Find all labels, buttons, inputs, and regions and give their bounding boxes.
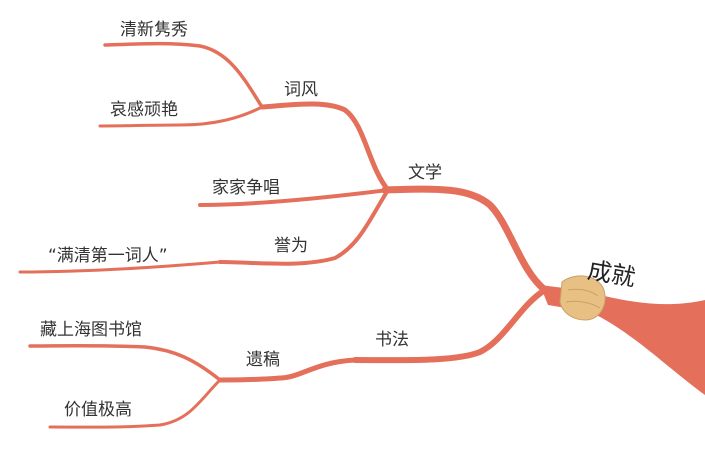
node-manqing: “满清第一词人” [48,246,168,266]
node-qingxin: 清新隽秀 [120,20,188,40]
node-calligraphy: 书法 [375,330,409,350]
node-literature: 文学 [408,163,442,183]
node-yuwei: 誉为 [274,236,308,256]
brush-grip-line [565,300,601,309]
branch-ci-style [259,101,391,193]
branch-jiajia [198,188,390,207]
root-trunk [540,285,705,395]
branch-literature [381,185,549,294]
node-yigao: 遗稿 [246,350,280,370]
brush-grip-line [567,288,599,297]
node-jiazhi: 价值极高 [64,400,132,420]
branch-yuwei [218,188,390,266]
branch-qingxin [103,41,264,109]
node-jiajia: 家家争唱 [212,178,280,198]
branch-aigan [98,105,264,128]
branch-calligraphy [352,287,548,364]
node-ci-style: 词风 [284,80,318,100]
brush-grip-icon [559,275,606,321]
branch-jiazhi [48,378,222,429]
root-node-label: 成就 [585,256,638,292]
node-cang: 藏上海图书馆 [40,320,142,340]
branch-manqing [18,260,222,274]
branch-yigao [217,357,358,383]
branch-cang [28,344,222,382]
node-aigan: 哀感顽艳 [110,100,178,120]
